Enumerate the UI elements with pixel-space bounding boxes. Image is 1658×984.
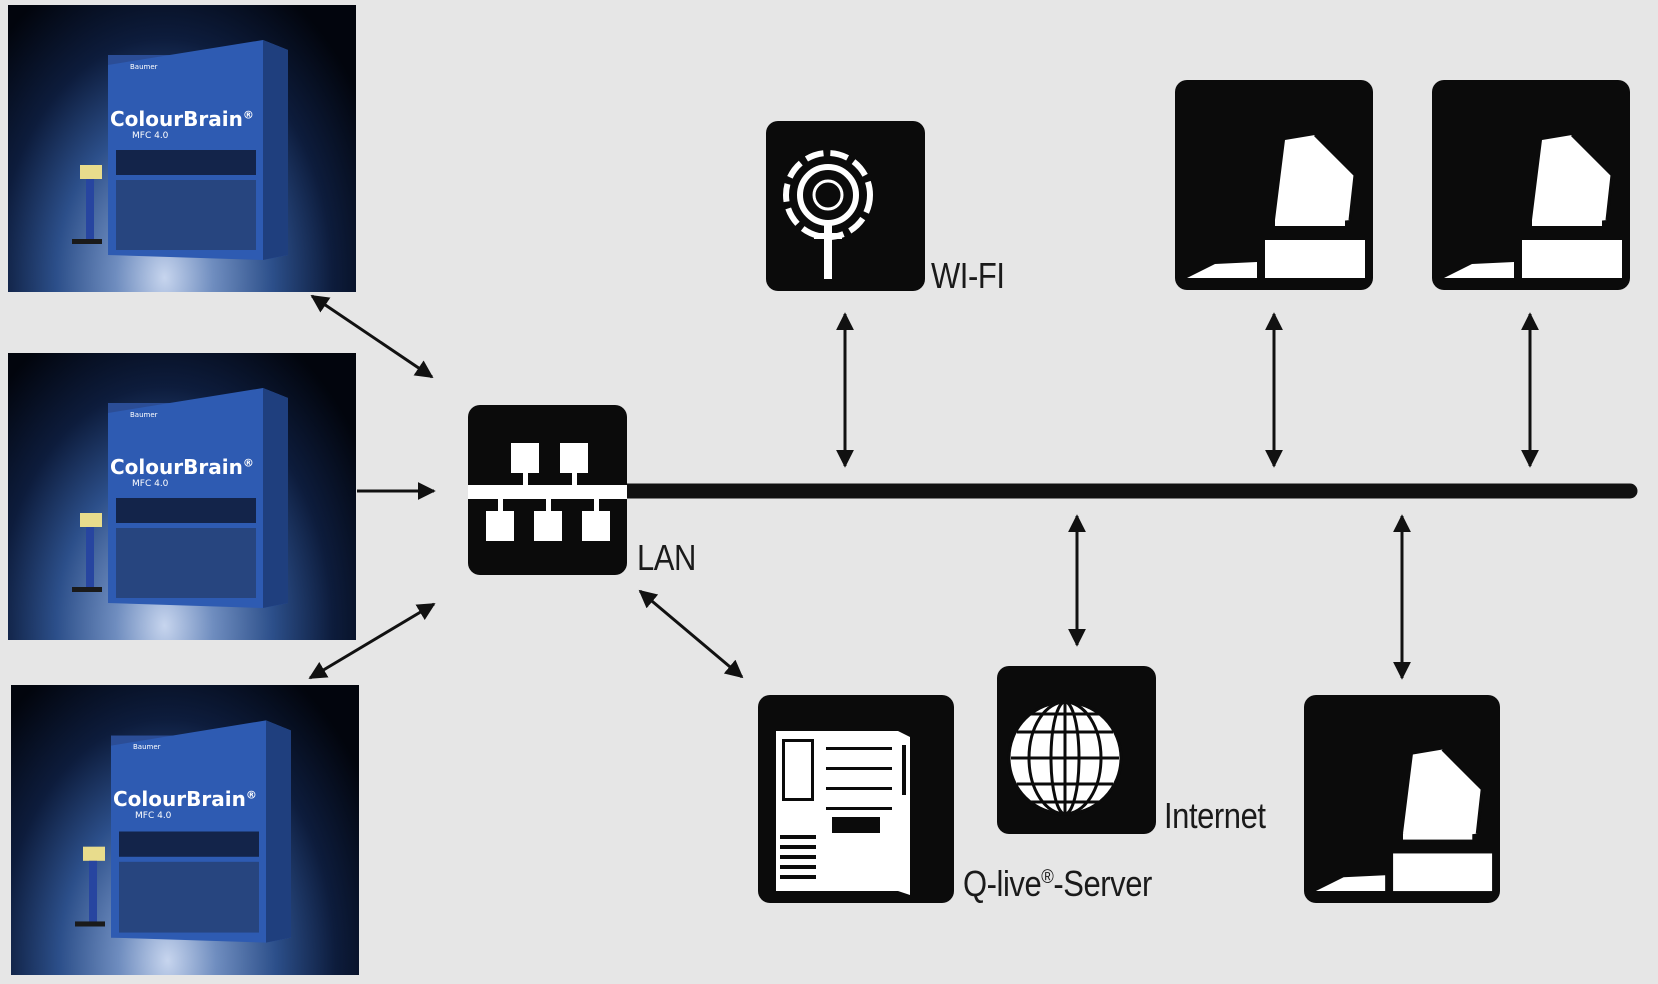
machine-maker-label: Baumer (130, 411, 158, 419)
server-label-reg: ® (1041, 866, 1054, 888)
machine-brand-reg: ® (245, 788, 257, 802)
workstation-tile-2 (1432, 80, 1630, 290)
colourbrain-machine-3: ColourBrain® MFC 4.0 Baumer (11, 685, 359, 975)
computer-workstation-icon (1187, 133, 1365, 278)
machine-model-label: MFC 4.0 (135, 811, 172, 821)
machine-brand-name: ColourBrain (110, 107, 243, 131)
arrow-lan-server (638, 589, 744, 679)
machine-illustration (75, 720, 291, 943)
workstation-tile-1 (1175, 80, 1373, 290)
machine-brand-label: ColourBrain® (110, 455, 254, 479)
colourbrain-machine-2: ColourBrain® MFC 4.0 Baumer (8, 353, 356, 640)
arrow-machine3-lan (308, 602, 436, 680)
server-tower-icon (776, 731, 910, 895)
colourbrain-machine-1: ColourBrain® MFC 4.0 Baumer (8, 5, 356, 292)
machine-illustration (72, 388, 288, 608)
machine-brand-name: ColourBrain (110, 455, 243, 479)
computer-workstation-icon (1444, 133, 1622, 278)
server-label: Q-live®-Server (963, 866, 1152, 902)
wifi-antenna-icon (783, 150, 873, 279)
globe-icon (1007, 700, 1123, 816)
machine-illustration (72, 40, 288, 260)
network-switch-icon (468, 443, 627, 541)
computer-workstation-icon (1315, 748, 1493, 892)
machine-brand-reg: ® (242, 108, 254, 122)
lan-switch-tile (468, 405, 627, 575)
lan-label: LAN (637, 537, 696, 578)
machine-maker-label: Baumer (133, 743, 161, 751)
machine-model-label: MFC 4.0 (132, 479, 169, 489)
machine-brand-name: ColourBrain (113, 787, 246, 811)
wifi-label: WI-FI (931, 255, 1005, 296)
arrow-machine1-lan (310, 294, 434, 379)
server-label-prefix: Q-live (963, 863, 1042, 904)
machine-brand-label: ColourBrain® (110, 107, 254, 131)
server-tile (758, 695, 954, 903)
internet-label: Internet (1164, 795, 1266, 836)
machine-model-label: MFC 4.0 (132, 131, 169, 141)
machine-brand-label: ColourBrain® (113, 787, 257, 811)
internet-tile (997, 666, 1156, 834)
workstation-tile-3 (1304, 695, 1500, 903)
server-label-suffix: -Server (1053, 863, 1152, 904)
wifi-tile (766, 121, 925, 291)
machine-maker-label: Baumer (130, 63, 158, 71)
machine-brand-reg: ® (242, 456, 254, 470)
